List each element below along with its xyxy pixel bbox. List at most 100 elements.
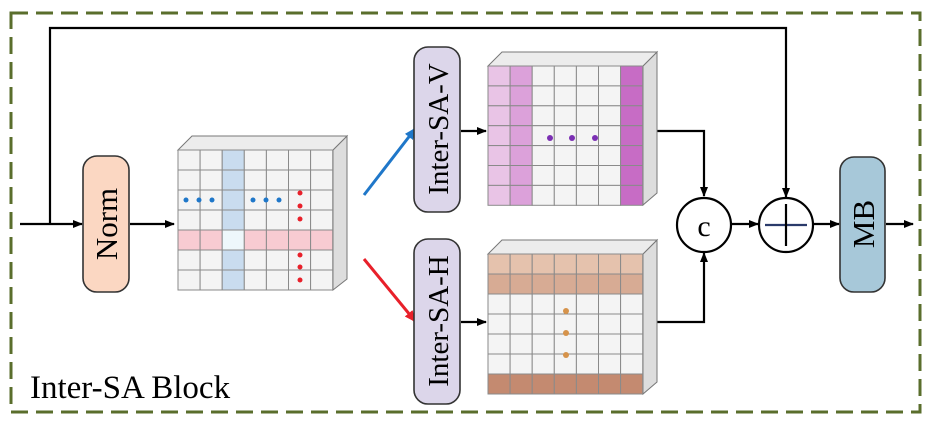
- grid-cell: [199, 169, 223, 191]
- grid-cell: [487, 253, 511, 275]
- grid-cell: [310, 169, 334, 191]
- grid-cell: [531, 293, 555, 315]
- grid-cell: [265, 249, 289, 271]
- grid-cell: [598, 65, 622, 87]
- grid-cell: [598, 165, 622, 186]
- grid-cell: [620, 353, 644, 375]
- grid-cell: [575, 293, 600, 315]
- grid-cell: [531, 145, 555, 167]
- grid-cell: [531, 85, 555, 107]
- grid-cell: [509, 273, 533, 295]
- grid-cell: [487, 85, 511, 107]
- grid-cell: [243, 169, 267, 191]
- grid-cell: [487, 313, 511, 335]
- inter-sa-v-node: Inter-SA-V: [413, 46, 461, 213]
- grid-cell: [620, 293, 644, 315]
- grid-cell: [598, 353, 622, 375]
- mb-label: MB: [846, 200, 881, 248]
- grid-cell: [487, 273, 511, 295]
- mb-node: MB: [839, 156, 886, 293]
- concat-node: c: [675, 196, 733, 254]
- grid-cell: [598, 85, 622, 107]
- grid-cell: [487, 105, 511, 127]
- grid-cell: [620, 333, 644, 355]
- grid-cell: [553, 333, 577, 355]
- grid-cell: [199, 229, 223, 251]
- grid-cell: [487, 65, 511, 87]
- grid-cell: [575, 184, 600, 206]
- grid-cell: [509, 253, 533, 275]
- grid-cell: [575, 353, 600, 375]
- grid-cell: [288, 169, 312, 191]
- grid-cell: [531, 373, 555, 395]
- block-frame: [9, 11, 922, 414]
- grid-cell: [310, 229, 334, 251]
- grid-cell: [509, 293, 533, 315]
- grid-cell: [598, 333, 622, 355]
- grid-cell: [487, 165, 511, 186]
- grid-cell: [575, 373, 600, 395]
- grid-cell: [553, 184, 577, 206]
- grid-cell: [509, 145, 533, 167]
- grid-cell: [265, 209, 289, 231]
- grid-cell: [310, 189, 334, 211]
- grid-cell: [243, 269, 267, 291]
- grid-cell: [575, 105, 600, 127]
- grid-cell: [620, 253, 644, 275]
- grid-cell: [221, 249, 245, 271]
- grid-cell: [221, 189, 245, 211]
- grid-cell: [243, 229, 267, 251]
- grid-cell: [199, 269, 223, 291]
- grid-cell: [509, 184, 533, 206]
- grid-cell: [177, 249, 201, 271]
- grid-cell: [288, 149, 312, 171]
- grid-cell: [265, 229, 289, 251]
- grid-cell: [598, 313, 622, 335]
- v-output-grid: [486, 50, 659, 207]
- grid-cell: [575, 85, 600, 107]
- grid-cell: [509, 165, 533, 186]
- grid-cell: [553, 105, 577, 127]
- grid-cell: [553, 253, 577, 275]
- blue-dots: [183, 197, 282, 203]
- grid-cell: [575, 253, 600, 275]
- grid-cell: [620, 373, 644, 395]
- norm-label: Norm: [89, 188, 124, 260]
- grid-cell: [177, 269, 201, 291]
- grid-cell: [575, 273, 600, 295]
- grid-cell: [598, 125, 622, 147]
- grid-cell: [487, 293, 511, 315]
- grid-cell: [288, 229, 312, 251]
- grid-cell: [199, 249, 223, 271]
- grid-cell: [598, 184, 622, 206]
- grid-cell: [531, 253, 555, 275]
- grid-cell: [575, 313, 600, 335]
- grid-cell: [199, 149, 223, 171]
- grid-cell: [243, 209, 267, 231]
- input-feature-grid: [176, 134, 349, 292]
- grid-cell: [265, 169, 289, 191]
- grid-cell: [553, 85, 577, 107]
- grid-cell: [531, 353, 555, 375]
- grid-cell: [509, 353, 533, 375]
- norm-node: Norm: [82, 155, 130, 293]
- grid-cell: [310, 269, 334, 291]
- add-node: [757, 196, 815, 254]
- grid-cell: [531, 65, 555, 87]
- grid-cell: [531, 105, 555, 127]
- grid-cell: [553, 373, 577, 395]
- grid-cell: [221, 269, 245, 291]
- grid-cell: [575, 333, 600, 355]
- h-grid-cells: [487, 253, 644, 395]
- grid-cell: [221, 209, 245, 231]
- grid-cell: [310, 149, 334, 171]
- grid-cell: [575, 145, 600, 167]
- grid-cell: [620, 125, 644, 147]
- h-output-grid: [486, 238, 659, 396]
- grid-cell: [265, 269, 289, 291]
- grid-cell: [310, 249, 334, 271]
- input-grid-cells: [177, 149, 334, 291]
- grid-cell: [177, 209, 201, 231]
- grid-cell: [531, 273, 555, 295]
- grid-cell: [509, 85, 533, 107]
